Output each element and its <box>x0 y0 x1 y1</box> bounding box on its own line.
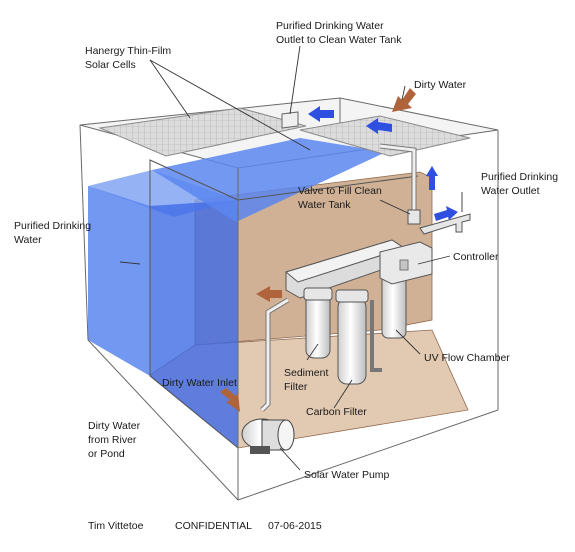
label-dirty-source: Dirty Water from River or Pond <box>88 419 140 461</box>
label-line: Purified Drinking <box>14 219 91 233</box>
label-line: Sediment <box>284 366 328 380</box>
solar-water-pump <box>242 419 294 454</box>
label-purified-water: Purified Drinking Water <box>14 219 91 247</box>
label-dirty-inlet: Dirty Water Inlet <box>162 376 237 390</box>
label-dirty-water: Dirty Water <box>414 78 466 92</box>
label-controller: Controller <box>453 250 499 264</box>
label-pump: Solar Water Pump <box>304 468 389 482</box>
label-purified-outlet: Purified Drinking Water Outlet <box>481 170 558 198</box>
label-line: Purified Drinking <box>481 170 558 184</box>
footer-date: 07-06-2015 <box>268 520 322 532</box>
carbon-filter-canister <box>336 290 368 384</box>
clean-water-front-face <box>150 200 238 448</box>
label-line: Water Tank <box>298 198 382 212</box>
label-line: or Pond <box>88 447 140 461</box>
label-line: Dirty Water <box>88 419 140 433</box>
label-line: Valve to Fill Clean <box>298 184 382 198</box>
footer-classification: CONFIDENTIAL <box>175 520 252 532</box>
label-solar-cells: Hanergy Thin-Film Solar Cells <box>85 44 171 72</box>
clean-water-left-face <box>88 186 150 376</box>
label-line: Solar Cells <box>85 58 171 72</box>
label-line: Outlet to Clean Water Tank <box>276 33 401 47</box>
label-outlet-to-tank: Purified Drinking Water Outlet to Clean … <box>276 19 401 47</box>
outlet-pipe <box>282 112 298 128</box>
label-line: Water <box>14 233 91 247</box>
label-carbon-filter: Carbon Filter <box>306 405 367 419</box>
label-line: Hanergy Thin-Film <box>85 44 171 58</box>
label-line: Water Outlet <box>481 184 558 198</box>
footer-author: Tim Vittetoe <box>88 520 143 532</box>
label-uv-chamber: UV Flow Chamber <box>424 351 510 365</box>
sediment-filter-canister <box>304 288 332 358</box>
valve <box>408 210 420 224</box>
label-line: Purified Drinking Water <box>276 19 401 33</box>
label-line: from River <box>88 433 140 447</box>
label-valve: Valve to Fill Clean Water Tank <box>298 184 382 212</box>
label-sediment-filter: Sediment Filter <box>284 366 328 394</box>
label-line: Filter <box>284 380 328 394</box>
